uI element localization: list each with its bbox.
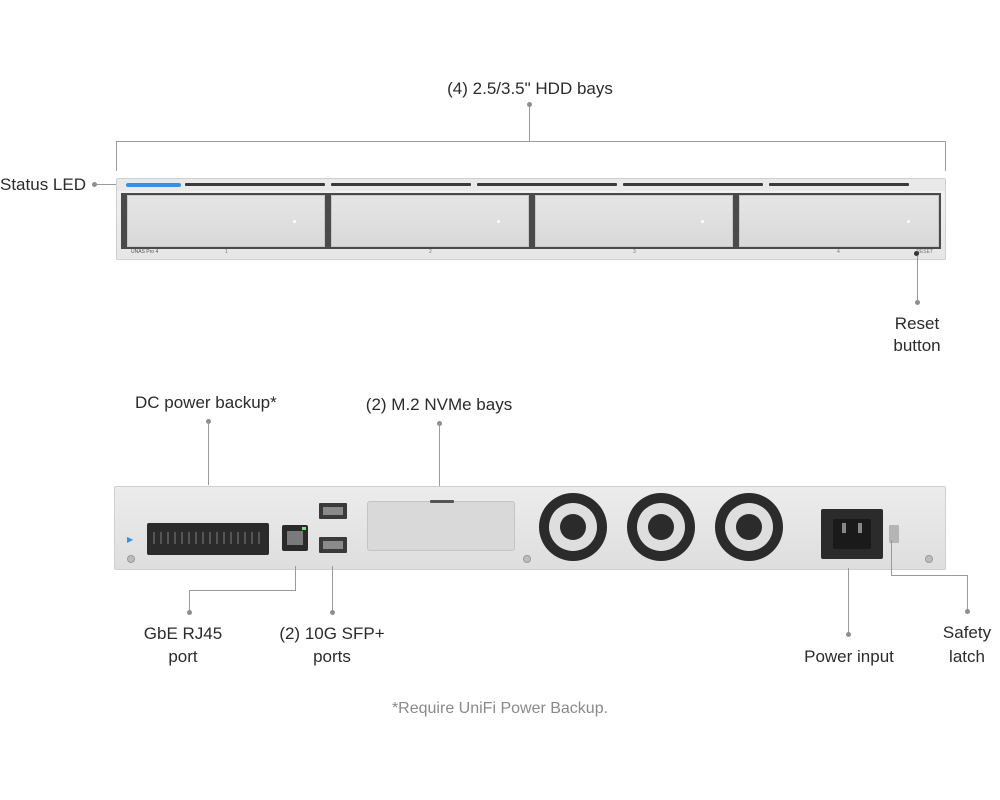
reset-text: RESET — [916, 249, 933, 255]
gbe-label-line1: GbE RJ45 — [143, 624, 223, 643]
sfp-port-2[interactable] — [319, 537, 347, 553]
vent-slit — [623, 183, 763, 186]
safety-label-line1: Safety — [942, 623, 992, 642]
hdd-bay-4[interactable] — [739, 195, 939, 247]
safety-latch[interactable] — [889, 525, 899, 543]
sfp-port-1[interactable] — [319, 503, 347, 519]
nvme-label: (2) M.2 NVMe bays — [365, 395, 513, 414]
dc-power-leader — [208, 421, 209, 485]
safety-leader-dot — [965, 609, 970, 614]
footnote: *Require UniFi Power Backup. — [391, 700, 609, 717]
hdd-bays-bracket-right — [945, 141, 946, 171]
bay-number: 1 — [225, 249, 228, 255]
power-input-leader — [848, 568, 849, 634]
dc-power-label: DC power backup* — [135, 393, 277, 412]
gbe-leader-vertical — [295, 566, 296, 590]
hdd-bays-label: (4) 2.5/3.5" HDD bays — [447, 79, 613, 98]
power-input-socket[interactable] — [821, 509, 883, 559]
safety-label-line2: latch — [949, 647, 985, 666]
fan — [539, 493, 607, 561]
status-led — [126, 183, 181, 187]
gbe-leader-dot — [187, 610, 192, 615]
front-panel: UNAS Pro 4 1 2 3 4 RESET — [116, 178, 946, 260]
gbe-leader-drop — [189, 590, 190, 612]
status-led-leader-dot — [92, 182, 97, 187]
reset-label-line1: Reset — [894, 314, 940, 333]
hdd-bays-bracket-left — [116, 141, 117, 171]
rj45-port[interactable] — [282, 525, 308, 551]
power-input-leader-dot — [846, 632, 851, 637]
safety-leader-vertical — [891, 540, 892, 576]
bay-number: 4 — [837, 249, 840, 255]
sfp-label-line1: (2) 10G SFP+ — [279, 624, 385, 643]
reset-leader — [917, 256, 918, 302]
gbe-leader-horizontal — [189, 590, 296, 591]
vent-slit — [331, 183, 471, 186]
dc-power-connector[interactable] — [147, 523, 269, 555]
rj45-led — [302, 527, 306, 530]
nvme-leader — [439, 423, 440, 487]
status-led-leader — [93, 184, 121, 185]
power-input-label: Power input — [804, 647, 894, 666]
bay-row — [121, 193, 941, 249]
status-led-label: Status LED — [0, 175, 86, 194]
hdd-bays-leader-dot — [527, 102, 532, 107]
hdd-bay-1[interactable] — [127, 195, 325, 247]
vent-slit — [769, 183, 909, 186]
power-backup-icon: ▶ — [127, 535, 134, 544]
reset-label-line2: button — [893, 336, 941, 355]
screw — [127, 555, 135, 563]
nvme-cover[interactable] — [367, 500, 515, 551]
hdd-bays-leader — [529, 104, 530, 142]
rear-panel: ▶ — [114, 486, 946, 570]
gbe-label-line2: port — [168, 647, 198, 666]
vent-slit — [185, 183, 325, 186]
reset-leader-dot — [915, 300, 920, 305]
hdd-bays-bracket — [116, 141, 946, 142]
bay-number: 3 — [633, 249, 636, 255]
fan — [627, 493, 695, 561]
fan — [715, 493, 783, 561]
hdd-bay-3[interactable] — [535, 195, 733, 247]
model-label: UNAS Pro 4 — [131, 249, 159, 255]
safety-leader-horizontal — [891, 575, 968, 576]
sfp-label-line2: ports — [313, 647, 351, 666]
vent-slit — [477, 183, 617, 186]
screw — [925, 555, 933, 563]
hdd-bay-2[interactable] — [331, 195, 529, 247]
sfp-leader-dot — [330, 610, 335, 615]
screw — [523, 555, 531, 563]
bay-number: 2 — [429, 249, 432, 255]
reset-button[interactable] — [914, 251, 919, 256]
sfp-leader — [332, 566, 333, 612]
safety-leader-drop — [967, 575, 968, 611]
